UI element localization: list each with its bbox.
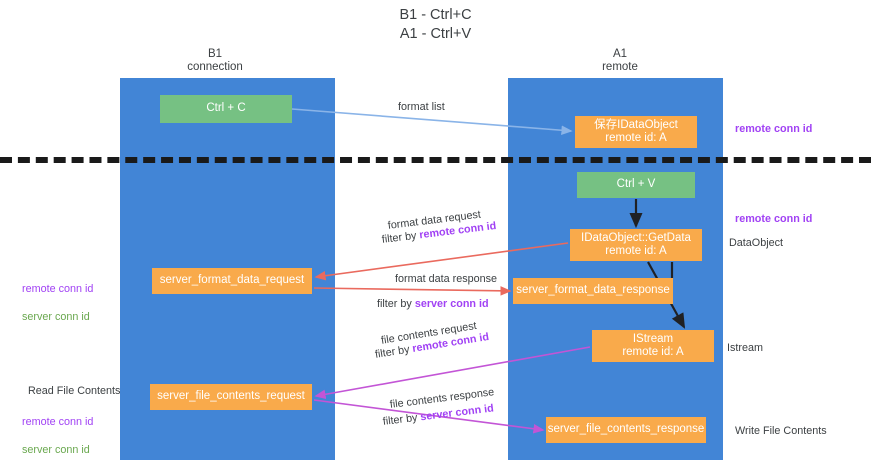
annotation-right-remote-conn-id-mid: remote conn id (735, 213, 813, 225)
edge-label-format-list: format list (398, 101, 445, 113)
edge-label-format-data-response: format data response (395, 273, 498, 285)
annotation-right-remote-conn-id-top: remote conn id (735, 123, 813, 135)
node-ctrl-v[interactable]: Ctrl + V (577, 172, 695, 198)
page-title: B1 - Ctrl+C A1 - Ctrl+V (399, 7, 472, 42)
section-divider (0, 157, 871, 163)
annotation-left-server-conn-id: server conn id (22, 311, 90, 323)
node-istream[interactable]: IStream remote id: A (592, 330, 714, 362)
node-server-format-data-request[interactable]: server_format_data_request (152, 268, 312, 294)
node-save-idataobject[interactable]: 保存IDataObject remote id: A (575, 116, 697, 148)
annotation-left-conn-ids: remote conn id server conn id (22, 268, 93, 338)
filter-prefix: filter by (374, 343, 414, 361)
filter-value-server-conn-id: server conn id (414, 298, 489, 310)
filter-prefix: filter by (381, 229, 421, 246)
column-header-b1: B1 connection (187, 48, 243, 73)
filter-prefix: filter by (377, 298, 415, 310)
annotation-left-remote-conn-id: remote conn id (22, 283, 94, 295)
annotation-left-conn-ids-2: remote conn id server conn id (22, 401, 93, 471)
annotation-right-dataobject: DataObject (729, 237, 784, 249)
edge-label-format-data-response-filter: filter by server conn id (377, 297, 489, 311)
node-server-format-data-response[interactable]: server_format_data_response (513, 278, 673, 304)
node-server-file-contents-response[interactable]: server_file_contents_response (546, 417, 706, 443)
annotation-right-write-file-contents: Write File Contents (735, 425, 827, 437)
filter-prefix: filter by (382, 411, 422, 428)
edge-format-data-response (313, 286, 512, 296)
annotation-left-server-conn-id-2: server conn id (22, 444, 90, 456)
node-ctrl-c[interactable]: Ctrl + C (160, 95, 292, 123)
node-idataobject-getdata[interactable]: IDataObject::GetData remote id: A (570, 229, 702, 261)
annotation-left-remote-conn-id-2: remote conn id (22, 416, 94, 428)
annotation-left-read-file-contents: Read File Contents (28, 385, 121, 397)
annotation-right-istream: Istream (727, 342, 763, 354)
node-server-file-contents-request[interactable]: server_file_contents_request (150, 384, 312, 410)
column-header-a1: A1 remote (602, 48, 638, 73)
